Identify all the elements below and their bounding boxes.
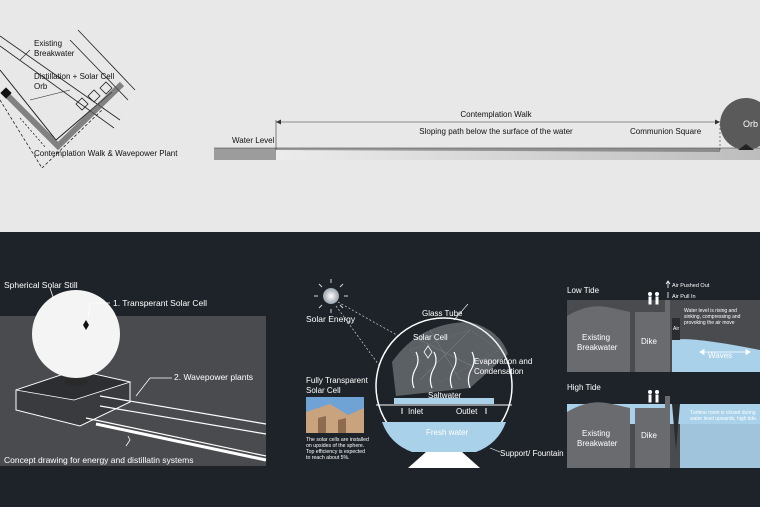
fts-title-1: Fully Transparent <box>306 376 369 385</box>
section-orb <box>720 98 760 150</box>
inlet-label: Inlet <box>408 407 424 416</box>
evaporation-label-2: Condensation <box>474 367 523 376</box>
high-tide-label: High Tide <box>567 383 601 392</box>
high-note-1: Turbine room is closed during <box>690 410 756 416</box>
sun-icon <box>314 279 348 313</box>
site-plan <box>0 29 136 169</box>
solar-cell-label: Solar Cell <box>413 333 448 342</box>
high-tide-diagram <box>567 390 760 468</box>
section-slope-path <box>276 148 720 152</box>
person-icons <box>648 292 659 305</box>
solar-still-diagram <box>314 279 513 468</box>
plan-orb-label-2: Orb <box>34 82 48 91</box>
concept-wave-label: 2. Wavepower plants <box>174 372 253 382</box>
solar-cell-icon <box>423 345 433 359</box>
dike-block <box>635 312 665 372</box>
support-stand <box>408 452 480 468</box>
plan-walk-path <box>1 81 125 151</box>
section-orb-label: Orb <box>743 119 758 129</box>
fts-title-2: Solar Cell <box>306 386 341 395</box>
low-breakwater-label-2: Breakwater <box>577 343 618 352</box>
air-label: Air <box>673 326 679 332</box>
section-walk-label: Contemplation Walk <box>460 110 532 119</box>
fts-note-2: on upsides of the sphere. <box>306 443 364 449</box>
low-tide-water <box>672 339 760 372</box>
concept-sphere <box>32 290 120 378</box>
plan-walk-label: Contemplation Walk & Wavepower Plant <box>34 149 178 158</box>
air-in-label: Air Pull In <box>672 294 696 300</box>
fresh-water-label: Fresh water <box>426 428 469 437</box>
fts-note-1: The solar cells are installed <box>306 437 369 443</box>
concept-cell-label: 1. Transperant Solar Cell <box>113 298 207 308</box>
concept-solar-cell-icon <box>83 320 89 330</box>
concept-still-label: Spherical Solar Still <box>4 280 78 290</box>
saltwater-tray <box>394 398 494 404</box>
waves-label: Waves <box>708 351 732 360</box>
section-drawing <box>214 98 760 160</box>
plan-breakwater-label-2: Breakwater <box>34 49 75 58</box>
high-breakwater-label: Existing <box>582 429 610 438</box>
low-tide-label: Low Tide <box>567 286 600 295</box>
fts-note-4: to reach about 5%. <box>306 455 350 461</box>
plan-breakwater-label: Existing <box>34 39 62 48</box>
fts-photo <box>306 397 364 433</box>
solar-energy-label: Solar Energy <box>306 314 356 324</box>
plan-orb-label: Distillation + Solar Cell <box>34 72 114 81</box>
fts-note-3: Top efficiency is expected <box>306 449 365 455</box>
concept-caption: Concept drawing for energy and distillat… <box>4 455 193 465</box>
low-breakwater-label: Existing <box>582 333 610 342</box>
top-background <box>0 0 760 232</box>
low-tide-diagram <box>567 280 760 372</box>
low-note-1: Water level is rising and <box>684 308 737 314</box>
air-out-label: Air Pushed Out <box>672 283 710 289</box>
concept-drawing <box>0 287 267 466</box>
evaporation-label: Evaporation and <box>474 357 532 366</box>
low-dike-label: Dike <box>641 337 658 346</box>
support-label: Support/ Fountain <box>500 449 564 458</box>
section-square-label: Communion Square <box>630 127 702 136</box>
glass-tube-label: Glass Tube <box>422 309 463 318</box>
outlet-label: Outlet <box>456 407 478 416</box>
low-note-3: provoking the air move <box>684 320 735 326</box>
section-slope-label: Sloping path below the surface of the wa… <box>419 127 573 136</box>
vapor-lines <box>411 351 475 389</box>
low-note-2: sinking, compressing and <box>684 314 741 320</box>
saltwater-label: Saltwater <box>428 391 462 400</box>
high-dike-label: Dike <box>641 431 658 440</box>
plan-orb-icon <box>75 81 113 111</box>
fresh-water <box>382 422 506 452</box>
high-breakwater-label-2: Breakwater <box>577 439 618 448</box>
section-water-level-label: Water Level <box>232 136 275 145</box>
high-note-2: water level upwards, high tide. <box>690 416 757 422</box>
